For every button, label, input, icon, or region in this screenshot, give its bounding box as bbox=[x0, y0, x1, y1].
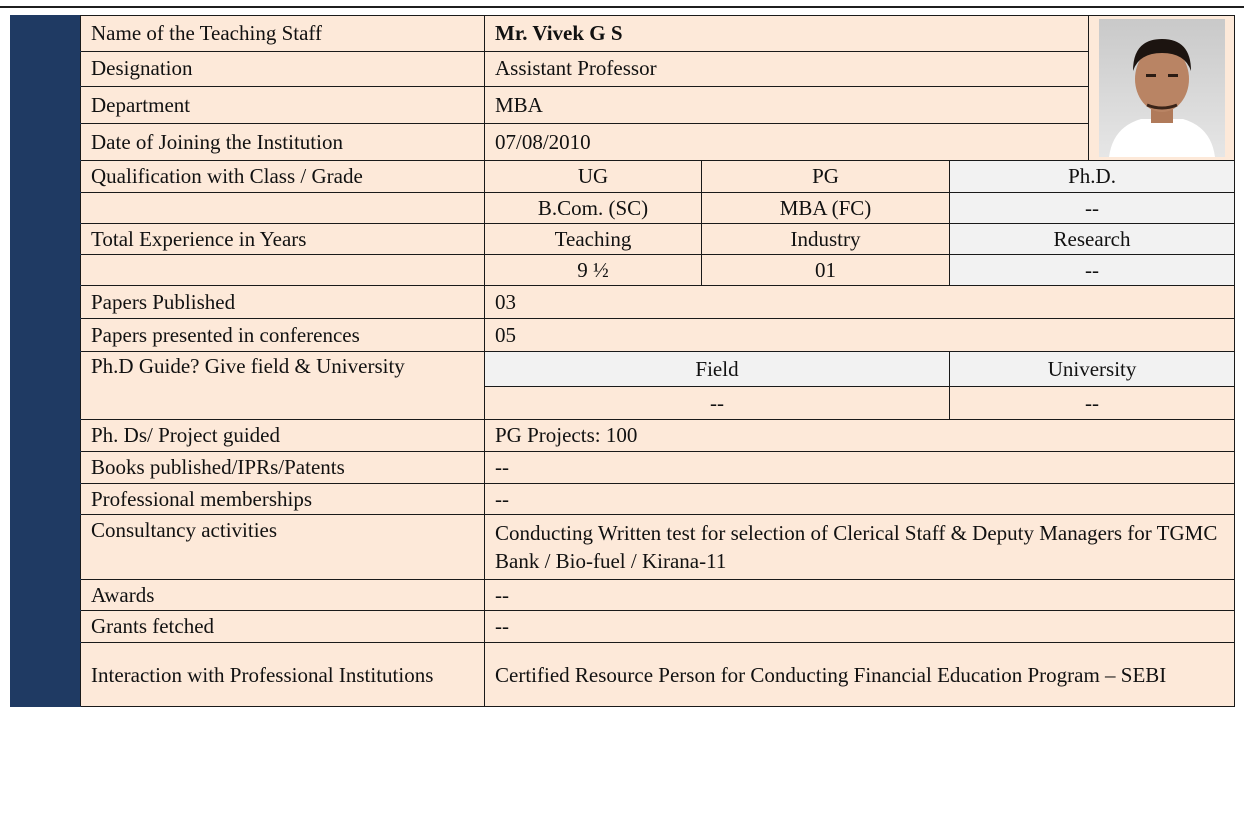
row-memberships: Professional memberships -- bbox=[10, 483, 1236, 515]
row-awards: Awards -- bbox=[10, 579, 1236, 611]
qualification-blank bbox=[80, 192, 485, 224]
staff-photo-icon bbox=[1098, 19, 1225, 157]
awards-value: -- bbox=[483, 579, 1236, 611]
papers-presented-label: Papers presented in conferences bbox=[80, 318, 485, 352]
phd-guide-label: Ph.D Guide? Give field & University bbox=[80, 351, 485, 420]
row-phds-guided: Ph. Ds/ Project guided PG Projects: 100 bbox=[10, 419, 1236, 452]
row-stripe bbox=[10, 610, 81, 643]
books-value: -- bbox=[483, 451, 1236, 484]
books-label: Books published/IPRs/Patents bbox=[80, 451, 485, 484]
row-grants: Grants fetched -- bbox=[10, 610, 1236, 643]
row-designation: Designation Assistant Professor bbox=[10, 50, 1235, 88]
profile-table-wrap: Name of the Teaching Staff Mr. Vivek G S bbox=[10, 15, 1236, 707]
row-department: Department MBA bbox=[10, 86, 1235, 125]
grants-value: -- bbox=[483, 610, 1236, 643]
phd-guide-header-university: University bbox=[948, 351, 1236, 387]
row-stripe bbox=[10, 514, 81, 580]
experience-value-teaching: 9 ½ bbox=[484, 254, 702, 286]
qualification-header-ug: UG bbox=[484, 160, 702, 193]
row-stripe bbox=[10, 451, 81, 484]
row-papers-presented: Papers presented in conferences 05 bbox=[10, 318, 1236, 352]
phd-guide-header-field: Field bbox=[484, 351, 950, 387]
experience-header-research: Research bbox=[948, 223, 1236, 255]
top-rule bbox=[0, 6, 1244, 8]
row-stripe bbox=[10, 223, 81, 255]
papers-published-label: Papers Published bbox=[80, 285, 485, 319]
row-stripe bbox=[10, 50, 81, 88]
consultancy-value: Conducting Written test for selection of… bbox=[483, 514, 1236, 580]
row-qualification-headers: Qualification with Class / Grade UG PG P… bbox=[10, 160, 1236, 193]
row-experience-headers: Total Experience in Years Teaching Indus… bbox=[10, 223, 1236, 255]
row-qualification-values: B.Com. (SC) MBA (FC) -- bbox=[10, 192, 1236, 224]
phds-guided-label: Ph. Ds/ Project guided bbox=[80, 419, 485, 452]
row-books: Books published/IPRs/Patents -- bbox=[10, 451, 1236, 484]
phd-guide-value-field: -- bbox=[484, 386, 950, 420]
phds-guided-value: PG Projects: 100 bbox=[483, 419, 1236, 452]
qualification-value-ug: B.Com. (SC) bbox=[484, 192, 702, 224]
row-stripe bbox=[10, 123, 81, 161]
row-stripe bbox=[10, 483, 81, 515]
grants-label: Grants fetched bbox=[80, 610, 485, 643]
memberships-value: -- bbox=[483, 483, 1236, 515]
qualification-label: Qualification with Class / Grade bbox=[80, 160, 485, 193]
row-doj: Date of Joining the Institution 07/08/20… bbox=[10, 123, 1235, 161]
row-stripe bbox=[10, 254, 81, 286]
row-stripe bbox=[10, 285, 81, 319]
row-stripe bbox=[10, 86, 81, 125]
doj-label: Date of Joining the Institution bbox=[80, 123, 485, 161]
name-value: Mr. Vivek G S bbox=[483, 15, 1090, 52]
row-phd-guide-headers: Ph.D Guide? Give field & University Fiel… bbox=[10, 351, 1236, 420]
designation-value: Assistant Professor bbox=[483, 50, 1090, 88]
phd-guide-value-university: -- bbox=[948, 386, 1236, 420]
papers-presented-value: 05 bbox=[483, 318, 1236, 352]
experience-blank bbox=[80, 254, 485, 286]
department-value: MBA bbox=[483, 86, 1090, 125]
qualification-value-phd: -- bbox=[948, 192, 1236, 224]
interaction-label: Interaction with Professional Institutio… bbox=[80, 642, 485, 707]
awards-label: Awards bbox=[80, 579, 485, 611]
qualification-header-pg: PG bbox=[701, 160, 950, 193]
experience-value-research: -- bbox=[948, 254, 1236, 286]
interaction-value: Certified Resource Person for Conducting… bbox=[483, 642, 1236, 707]
row-stripe bbox=[10, 318, 81, 352]
qualification-header-phd: Ph.D. bbox=[948, 160, 1236, 193]
experience-header-teaching: Teaching bbox=[484, 223, 702, 255]
qualification-value-pg: MBA (FC) bbox=[701, 192, 950, 224]
row-papers-published: Papers Published 03 bbox=[10, 285, 1236, 319]
row-name: Name of the Teaching Staff Mr. Vivek G S bbox=[10, 15, 1236, 161]
row-stripe bbox=[10, 351, 81, 420]
photo-cell bbox=[1088, 15, 1236, 161]
row-stripe bbox=[10, 579, 81, 611]
name-label: Name of the Teaching Staff bbox=[80, 15, 485, 52]
consultancy-label: Consultancy activities bbox=[80, 514, 485, 580]
row-stripe bbox=[10, 419, 81, 452]
staff-profile-table: Name of the Teaching Staff Mr. Vivek G S bbox=[10, 15, 1236, 707]
experience-value-industry: 01 bbox=[701, 254, 950, 286]
experience-label: Total Experience in Years bbox=[80, 223, 485, 255]
designation-label: Designation bbox=[80, 50, 485, 88]
memberships-label: Professional memberships bbox=[80, 483, 485, 515]
row-consultancy: Consultancy activities Conducting Writte… bbox=[10, 514, 1236, 580]
row-experience-values: 9 ½ 01 -- bbox=[10, 254, 1236, 286]
papers-published-value: 03 bbox=[483, 285, 1236, 319]
doj-value: 07/08/2010 bbox=[483, 123, 1090, 161]
experience-header-industry: Industry bbox=[701, 223, 950, 255]
row-stripe bbox=[10, 192, 81, 224]
row-stripe bbox=[10, 160, 81, 193]
department-label: Department bbox=[80, 86, 485, 125]
row-stripe bbox=[10, 15, 81, 52]
row-interaction: Interaction with Professional Institutio… bbox=[10, 642, 1236, 707]
row-stripe bbox=[10, 642, 81, 707]
